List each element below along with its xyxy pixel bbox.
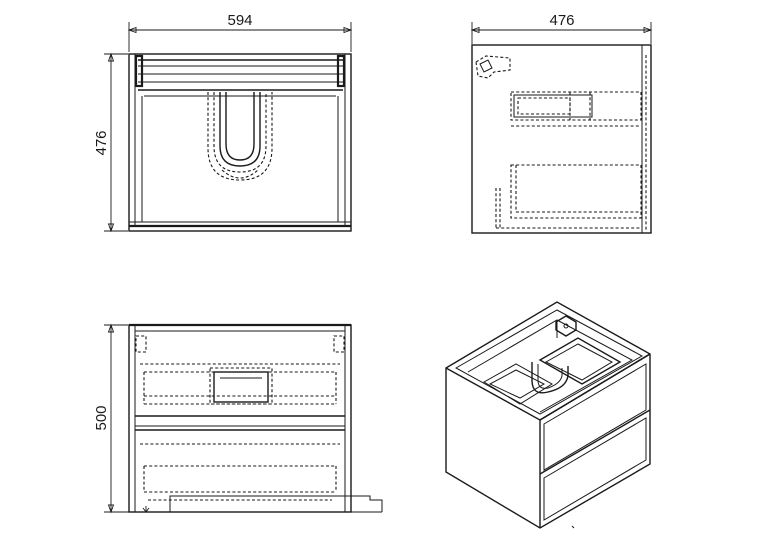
section-height-dimension: 500 xyxy=(93,323,146,514)
isometric-view xyxy=(445,301,651,529)
side-width-dimension: 476 xyxy=(470,12,653,44)
front-width-dimension: 594 xyxy=(127,12,353,52)
section-view: 500 xyxy=(93,323,383,514)
side-width-label: 476 xyxy=(549,12,574,29)
front-width-label: 594 xyxy=(227,12,252,29)
section-height-label: 500 xyxy=(93,405,110,430)
siphon-cutout xyxy=(207,92,273,181)
front-height-label: 476 xyxy=(93,130,110,155)
front-view: 594 476 xyxy=(93,12,353,233)
side-view: 476 xyxy=(470,12,653,234)
front-height-dimension: 476 xyxy=(93,52,128,233)
